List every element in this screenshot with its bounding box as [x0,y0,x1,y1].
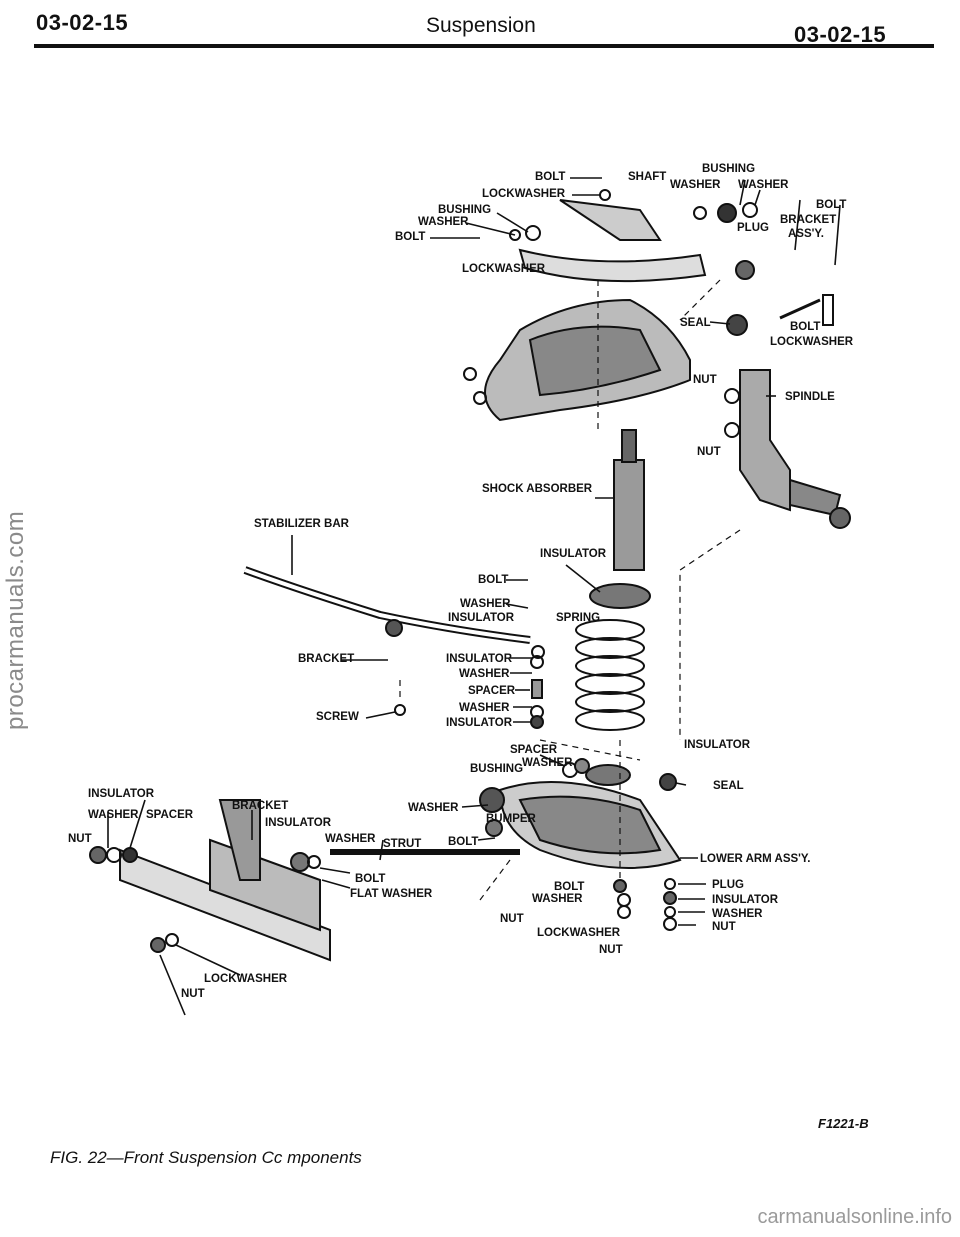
label-spindle: SPINDLE [785,391,835,403]
label-lockwasher-right: LOCKWASHER [770,336,854,348]
upper-arm-shaft [559,199,662,241]
label-bracket-assy-1: BRACKET [780,214,836,226]
label-strut: STRUT [383,838,421,850]
label-spacer-left: SPACER [146,809,194,821]
label-insulator-mid2: INSULATOR [446,653,513,665]
label-washer-bumper: WASHER [408,802,459,814]
label-spring: SPRING [556,612,600,624]
label-washer-low: WASHER [522,757,573,769]
label-bushing-left: BUSHING [438,204,491,216]
label-plug-lower: PLUG [712,879,744,891]
label-shock-absorber: SHOCK ABSORBER [482,483,593,495]
label-lockwasher-lower: LOCKWASHER [537,927,621,939]
label-washer-mid3: WASHER [459,702,510,714]
label-screw: SCREW [316,711,359,723]
label-insulator-spring: INSULATOR [684,739,751,751]
label-seal-low: SEAL [713,780,744,792]
label-nut-bottom: NUT [181,988,205,1000]
label-bushing-low: BUSHING [470,763,523,775]
page-number-left: 03-02-15 [36,10,129,35]
coil-spring [575,619,645,731]
upper-arm [518,248,707,283]
label-washer-top2: WASHER [738,179,789,191]
page-number-right: 03-02-15 [794,22,887,47]
label-insulator-mid1: INSULATOR [448,612,515,624]
label-bracket-left: BRACKET [232,800,288,812]
label-insulator-shock: INSULATOR [540,548,607,560]
label-bolt-lower: BOLT [554,881,584,893]
label-washer-mid2: WASHER [459,668,510,680]
label-insulator-strut: INSULATOR [265,817,332,829]
label-insulator-lower: INSULATOR [712,894,779,906]
label-washer-lower: WASHER [532,893,583,905]
label-lockwasher-upper: LOCKWASHER [462,263,546,275]
label-nut-lower: NUT [712,921,736,933]
label-nut-spindle-1: NUT [693,374,717,386]
label-nut-left: NUT [68,833,92,845]
label-bracket-mid: BRACKET [298,653,354,665]
footer-watermark: carmanualsonline.info [757,1206,952,1228]
figure-labels: BOLT SHAFT BUSHING WASHER WASHER LOCKWAS… [68,163,854,1000]
label-nut-spindle-2: NUT [697,446,721,458]
insulator-ring [589,583,651,609]
label-washer-mid: WASHER [460,598,511,610]
label-lockwasher-top: LOCKWASHER [482,188,566,200]
label-bumper: BUMPER [486,813,537,825]
label-stabilizer-bar: STABILIZER BAR [254,518,350,530]
label-washer-lower2: WASHER [712,908,763,920]
label-bolt-mid: BOLT [478,574,508,586]
figure-caption: FIG. 22—Front Suspension Cc mponents [50,1148,362,1167]
label-insulator-mid3: INSULATOR [446,717,513,729]
shock-absorber [613,459,645,571]
label-spacer-mid: SPACER [468,685,516,697]
label-washer-left-low: WASHER [88,809,139,821]
label-flat-washer: FLAT WASHER [350,888,433,900]
left-bracket [218,799,261,881]
label-lower-arm: LOWER ARM ASS'Y. [700,853,811,865]
label-spacer-low: SPACER [510,744,558,756]
label-bolt-bumper: BOLT [448,836,478,848]
label-shaft: SHAFT [628,171,666,183]
spindle [739,369,791,512]
label-bolt-right: BOLT [816,199,846,211]
header-rule [34,44,934,48]
label-washer-top1: WASHER [670,179,721,191]
label-plug-top: PLUG [737,222,769,234]
label-bolt-upper-right: BOLT [790,321,820,333]
figure-id: F1221-B [818,1116,869,1131]
label-nut-lower-left: NUT [500,913,524,925]
label-lockwasher-bottom: LOCKWASHER [204,973,288,985]
label-washer-left: WASHER [418,216,469,228]
section-title: Suspension [426,14,536,37]
label-bolt-left: BOLT [395,231,425,243]
label-washer-strut: WASHER [325,833,376,845]
label-bracket-assy-2: ASS'Y. [788,228,824,240]
label-nut-lower-mid: NUT [599,944,623,956]
label-bushing-top: BUSHING [702,163,755,175]
label-seal-upper: SEAL [680,317,711,329]
label-bolt-top: BOLT [535,171,565,183]
label-bolt-strut: BOLT [355,873,385,885]
label-insulator-left: INSULATOR [88,788,155,800]
